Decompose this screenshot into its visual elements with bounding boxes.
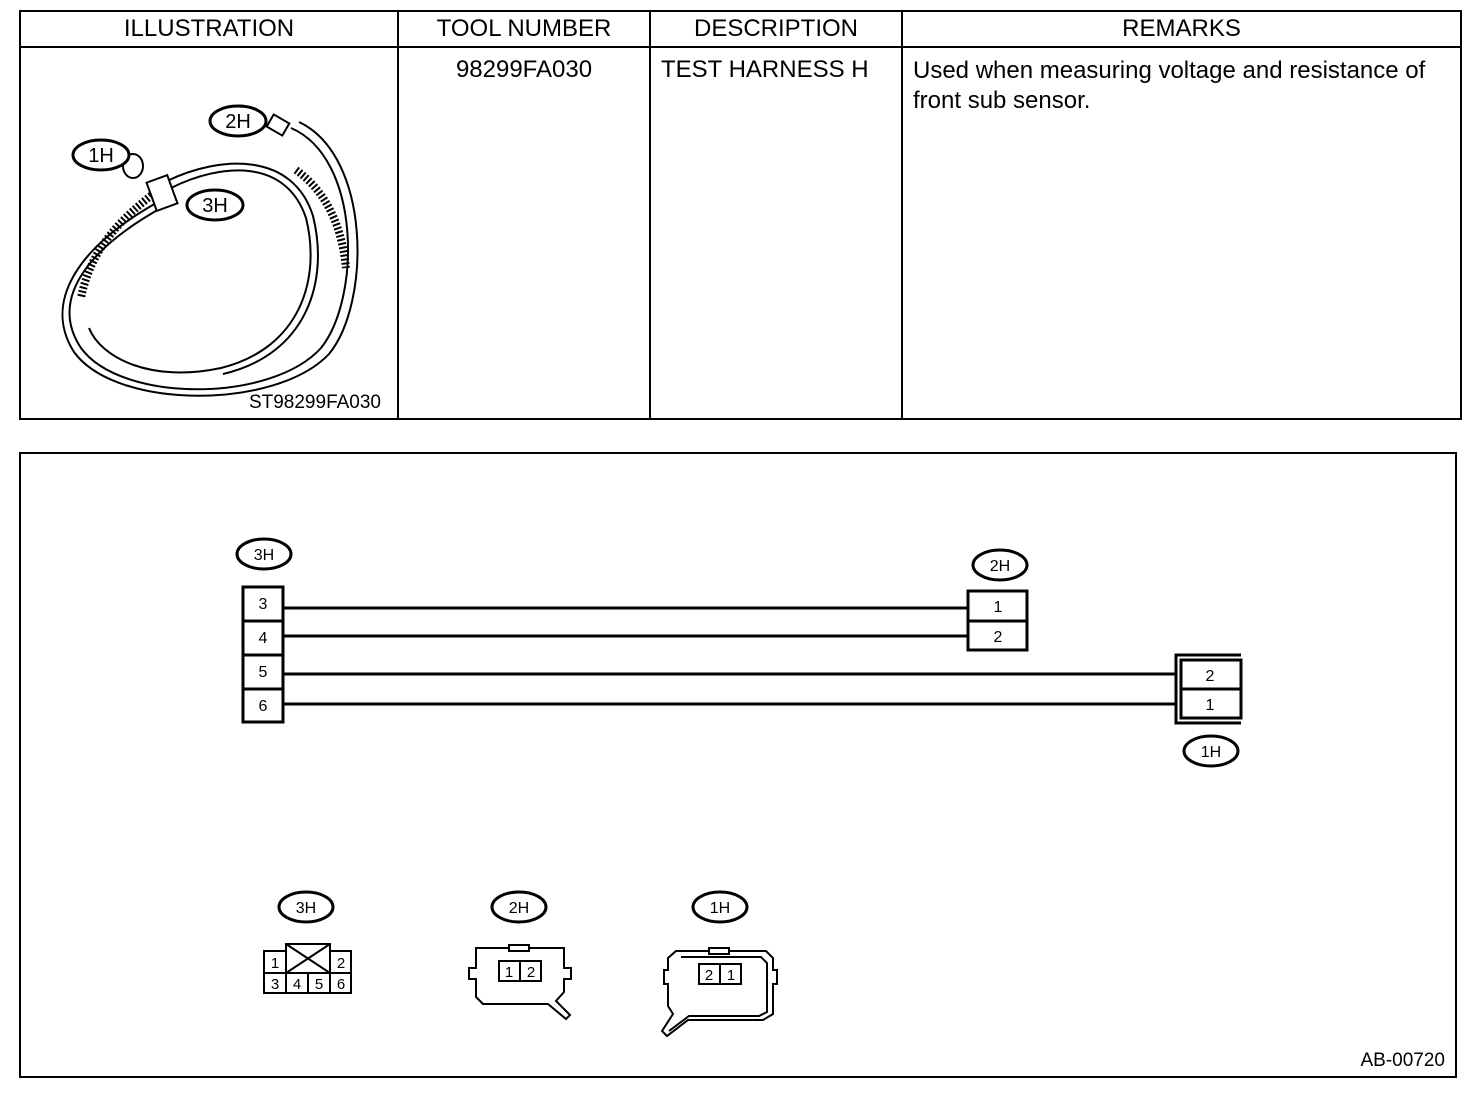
connector-3h-pin: 3 (259, 596, 268, 613)
table-header-row: ILLUSTRATION TOOL NUMBER DESCRIPTION REM… (19, 10, 1462, 48)
illustration-cell: 1H 2H 3H ST98299FA030 (19, 46, 399, 420)
illustration-code: ST98299FA030 (248, 392, 381, 413)
description-cell: TEST HARNESS H (649, 46, 903, 420)
face-3h (263, 943, 352, 994)
connector-1h-pin: 1 (1206, 697, 1215, 714)
connector-1h-pin: 2 (1206, 668, 1215, 685)
connector-1h-label-oval (1182, 734, 1240, 768)
header-description: DESCRIPTION (649, 10, 903, 48)
reference-code: AB-00720 (1360, 1050, 1445, 1071)
face-3h-pin: 3 (271, 976, 279, 993)
face-1h-pin: 2 (705, 967, 713, 984)
remarks-cell: Used when measuring voltage and resistan… (901, 46, 1462, 420)
header-illustration: ILLUSTRATION (19, 10, 399, 48)
face-1h-label: 1H (710, 900, 730, 917)
face-3h-pin: 6 (337, 976, 345, 993)
face-1h-pin: 1 (727, 967, 735, 984)
illustration-label-3h: 3H (202, 195, 228, 217)
tool-table: ILLUSTRATION TOOL NUMBER DESCRIPTION REM… (19, 10, 1462, 420)
connector-3h-label: 3H (254, 547, 274, 564)
harness-illustration: 1H 2H 3H (61, 104, 359, 397)
connector-3h-pin: 6 (259, 698, 268, 715)
face-3h-label: 3H (296, 900, 316, 917)
face-3h-pin: 4 (293, 976, 301, 993)
header-tool-number: TOOL NUMBER (397, 10, 651, 48)
connector-3h-label-oval (235, 537, 293, 571)
table-row: 1H 2H 3H ST98299FA030 98299FA030 TEST HA… (19, 46, 1462, 420)
wiring-diagram: 3H 3 4 5 6 2H 1 2 (19, 452, 1457, 1078)
connector-1h-label: 1H (1201, 744, 1221, 761)
face-2h-pin: 1 (505, 964, 513, 981)
connector-2h-pin: 1 (994, 599, 1003, 616)
face-2h-label: 2H (509, 900, 529, 917)
tool-number-cell: 98299FA030 (397, 46, 651, 420)
header-remarks: REMARKS (901, 10, 1462, 48)
face-2h-label-oval (490, 890, 548, 924)
connector-3h-pin: 4 (259, 630, 268, 647)
face-3h-pin: 1 (271, 955, 279, 972)
illustration-label-2h: 2H (225, 111, 251, 133)
connector-3h-pin: 5 (259, 664, 268, 681)
connector-2h-label-oval (971, 548, 1029, 582)
face-3h-label-oval (277, 890, 335, 924)
face-3h-pin: 5 (315, 976, 323, 993)
face-2h-pin: 2 (527, 964, 535, 981)
face-1h (660, 947, 778, 1038)
face-2h (468, 944, 572, 1021)
connector-2h-pin: 2 (994, 629, 1003, 646)
face-3h-pin: 2 (337, 955, 345, 972)
connector-2h-label: 2H (990, 558, 1010, 575)
face-1h-label-oval (691, 890, 749, 924)
illustration-label-1h: 1H (88, 145, 114, 167)
